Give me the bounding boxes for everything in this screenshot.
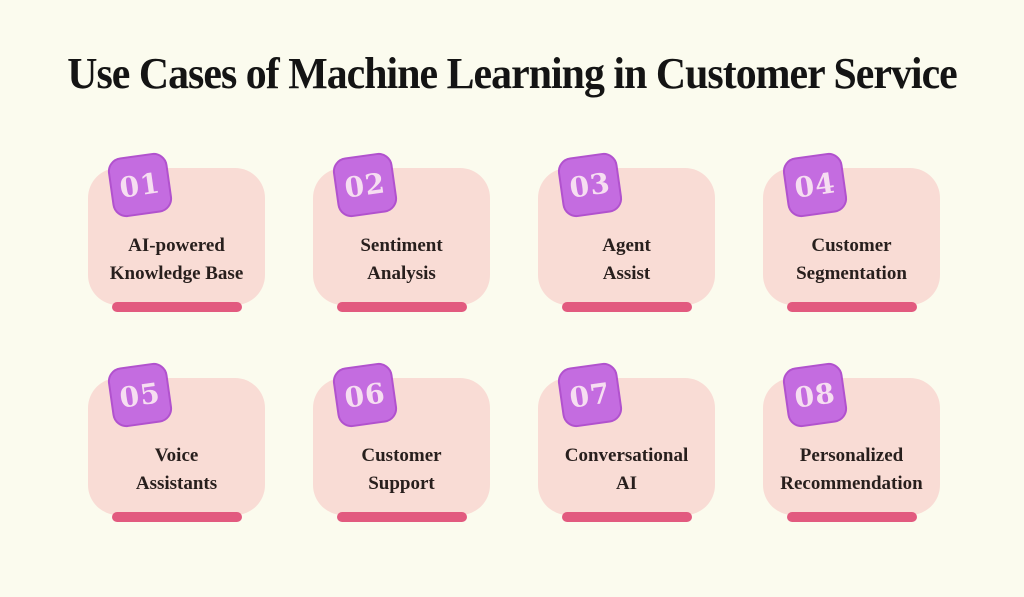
number-badge: 02 [331,151,399,219]
badge-number: 03 [567,165,613,205]
use-case-label: Conversational AI [538,442,715,498]
number-badge: 04 [781,151,849,219]
use-case-label: Voice Assistants [88,442,265,498]
use-case-label: AI-powered Knowledge Base [88,232,265,288]
badge-number: 06 [342,375,388,415]
use-case-label-line1: Agent [602,235,651,256]
use-case-card-1: 01 AI-powered Knowledge Base [88,151,265,312]
card-accent-underline [561,512,692,522]
badge-number: 02 [342,165,388,205]
badge-number: 05 [117,375,163,415]
use-case-card-4: 04 Customer Segmentation [763,151,940,312]
card-accent-underline [336,302,467,312]
card-accent-underline [786,512,917,522]
use-case-label-line1: Voice [154,445,199,466]
use-case-label-line1: Customer [811,235,892,256]
use-case-label: Personalized Recommendation [763,442,940,498]
use-case-label: Agent Assist [538,232,715,288]
use-case-label-line2: Assistants [135,473,218,494]
number-badge: 06 [331,361,399,429]
use-case-label: Customer Support [313,442,490,498]
number-badge: 03 [556,151,624,219]
use-case-label-line1: AI-powered [128,235,225,256]
card-accent-underline [111,302,242,312]
badge-number: 04 [792,165,838,205]
number-badge: 01 [106,151,174,219]
use-case-card-3: 03 Agent Assist [538,151,715,312]
use-case-label-line1: Customer [361,445,442,466]
use-case-label: Customer Segmentation [763,232,940,288]
use-case-label-line1: Personalized [799,445,904,466]
use-case-label-line1: Sentiment [360,235,443,256]
page-title: Use Cases of Machine Learning in Custome… [67,49,958,98]
use-case-label-line2: Analysis [367,263,436,284]
use-case-card-8: 08 Personalized Recommendation [763,361,940,522]
number-badge: 07 [556,361,624,429]
use-case-card-2: 02 Sentiment Analysis [313,151,490,312]
number-badge: 08 [781,361,849,429]
use-case-label-line2: Knowledge Base [109,263,244,284]
use-case-label: Sentiment Analysis [313,232,490,288]
use-case-label-line2: Segmentation [796,263,907,284]
use-case-card-7: 07 Conversational AI [538,361,715,522]
number-badge: 05 [106,361,174,429]
use-case-label-line2: Recommendation [780,473,923,494]
badge-number: 08 [792,375,838,415]
card-accent-underline [561,302,692,312]
badge-number: 01 [117,165,163,205]
card-accent-underline [336,512,467,522]
use-case-label-line1: Conversational [564,445,689,466]
use-case-label-line2: Support [368,473,435,494]
use-case-card-6: 06 Customer Support [313,361,490,522]
use-case-label-line2: Assist [602,263,651,284]
card-accent-underline [111,512,242,522]
use-case-label-line2: AI [615,473,638,494]
card-accent-underline [786,302,917,312]
use-case-grid: 01 AI-powered Knowledge Base 02 Sentimen… [88,151,940,522]
badge-number: 07 [567,375,613,415]
use-case-card-5: 05 Voice Assistants [88,361,265,522]
